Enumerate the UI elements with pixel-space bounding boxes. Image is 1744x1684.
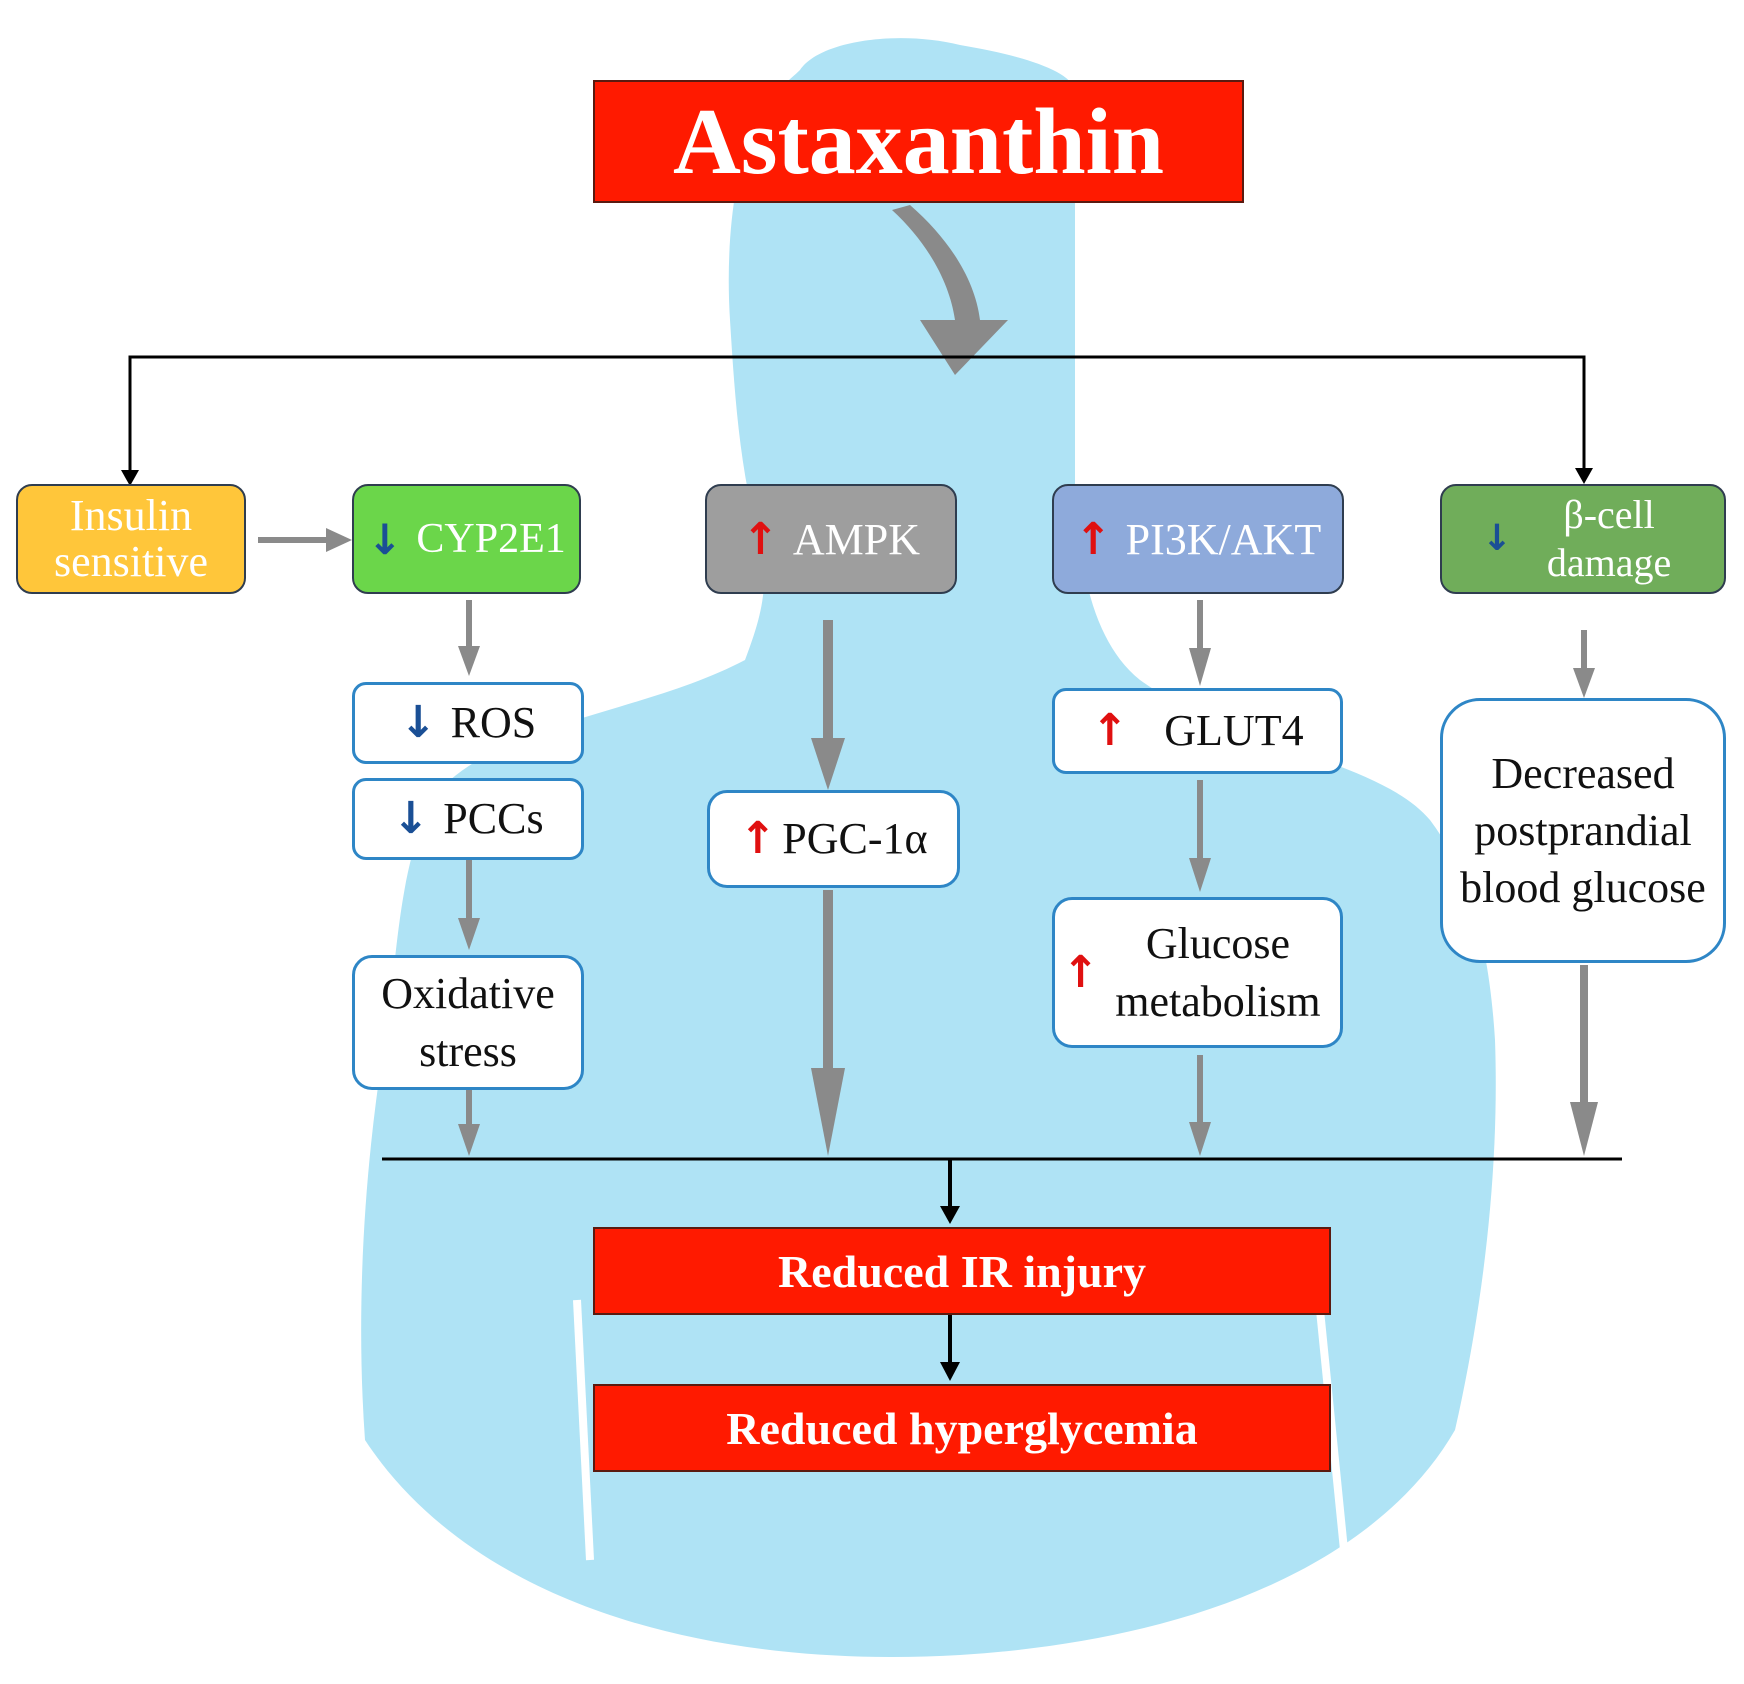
oxidative-stress-label: Oxidative stress — [381, 969, 555, 1076]
glut4-label: GLUT4 — [1164, 706, 1304, 756]
down-arrow-icon: ↓ — [392, 793, 430, 845]
glucose-metabolism-box: ↑ Glucose metabolism — [1052, 897, 1343, 1048]
down-arrow-icon: ↓ — [1481, 518, 1513, 560]
up-arrow-icon: ↑ — [741, 513, 779, 565]
down-arrow-icon: ↓ — [367, 514, 403, 564]
pgc-box: ↑ PGC-1α — [707, 790, 960, 888]
cyp2e1-label: CYP2E1 — [416, 516, 566, 562]
cyp2e1-box: ↓ CYP2E1 — [352, 484, 581, 594]
pccs-label: PCCs — [443, 794, 544, 844]
arrowhead-to-ir — [940, 1206, 960, 1224]
down-arrow-icon: ↓ — [399, 697, 437, 749]
flow-arrows — [458, 600, 1598, 1156]
arrowhead-left — [121, 470, 139, 486]
up-arrow-icon: ↑ — [1062, 946, 1099, 998]
decreased-glucose-box: Decreased postprandial blood glucose — [1440, 698, 1726, 963]
oxidative-stress-box: Oxidative stress — [352, 955, 584, 1090]
insulin-sensitive-box: Insulin sensitive — [16, 484, 246, 594]
pccs-box: ↓ PCCs — [352, 778, 584, 860]
ros-label: ROS — [450, 698, 537, 748]
ros-box: ↓ ROS — [352, 682, 584, 764]
glut4-box: ↑ GLUT4 — [1052, 688, 1343, 774]
title-text: Astaxanthin — [672, 89, 1165, 194]
up-arrow-icon: ↑ — [1091, 705, 1129, 757]
insulin-sensitive-label: Insulin sensitive — [54, 490, 208, 586]
arrowhead-right — [1575, 468, 1593, 484]
reduced-hyperglycemia-box: Reduced hyperglycemia — [593, 1384, 1331, 1472]
up-arrow-icon: ↑ — [739, 813, 777, 865]
arrow-insulin-cyp — [326, 528, 352, 552]
pi3k-akt-label: PI3K/AKT — [1125, 514, 1322, 564]
reduced-hyperglycemia-label: Reduced hyperglycemia — [726, 1402, 1198, 1454]
ampk-box: ↑ AMPK — [705, 484, 957, 594]
beta-cell-label: β-cell damage — [1546, 492, 1672, 585]
reduced-ir-injury-label: Reduced IR injury — [777, 1245, 1147, 1297]
ampk-label: AMPK — [792, 514, 921, 564]
beta-cell-box: ↓ β-cell damage — [1440, 484, 1726, 594]
curved-arrow — [892, 205, 1008, 375]
left-arm-line — [573, 1299, 594, 1561]
reduced-ir-injury-box: Reduced IR injury — [593, 1227, 1331, 1315]
right-arm-line — [1316, 1309, 1349, 1561]
distribution-line — [128, 355, 1586, 478]
pi3k-akt-box: ↑ PI3K/AKT — [1052, 484, 1344, 594]
arrowhead-to-hyper — [940, 1362, 960, 1381]
glucose-metabolism-label: Glucose metabolism — [1115, 919, 1321, 1026]
pgc-label: PGC-1α — [782, 814, 928, 864]
up-arrow-icon: ↑ — [1074, 513, 1112, 565]
title-box: Astaxanthin — [593, 80, 1244, 203]
decreased-glucose-label: Decreased postprandial blood glucose — [1460, 748, 1706, 913]
